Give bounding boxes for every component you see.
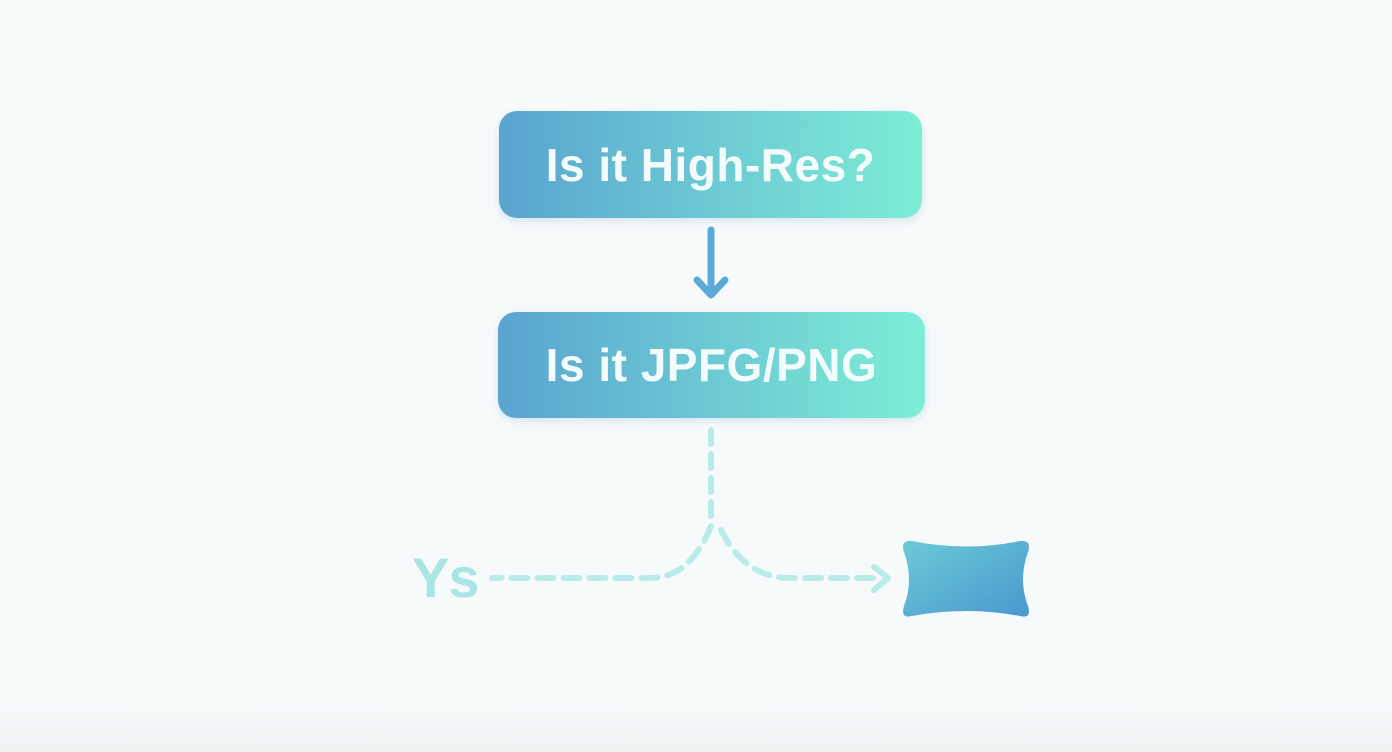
decision-node-format: Is it JPFG/PNG xyxy=(498,312,925,418)
dashed-branch-left xyxy=(489,523,714,581)
pillow-shape-icon xyxy=(903,540,1029,617)
dashed-arrowhead-icon xyxy=(871,564,891,593)
down-arrow-icon xyxy=(693,226,729,299)
branch-label-yes: Ys xyxy=(412,546,479,609)
decision-node-label: Is it High-Res? xyxy=(545,138,876,191)
bottom-shadow-band xyxy=(0,704,1392,752)
decision-node-high-res: Is it High-Res? xyxy=(499,111,922,218)
decision-node-label: Is it JPFG/PNG xyxy=(545,339,878,391)
dashed-branch-right xyxy=(718,527,883,581)
